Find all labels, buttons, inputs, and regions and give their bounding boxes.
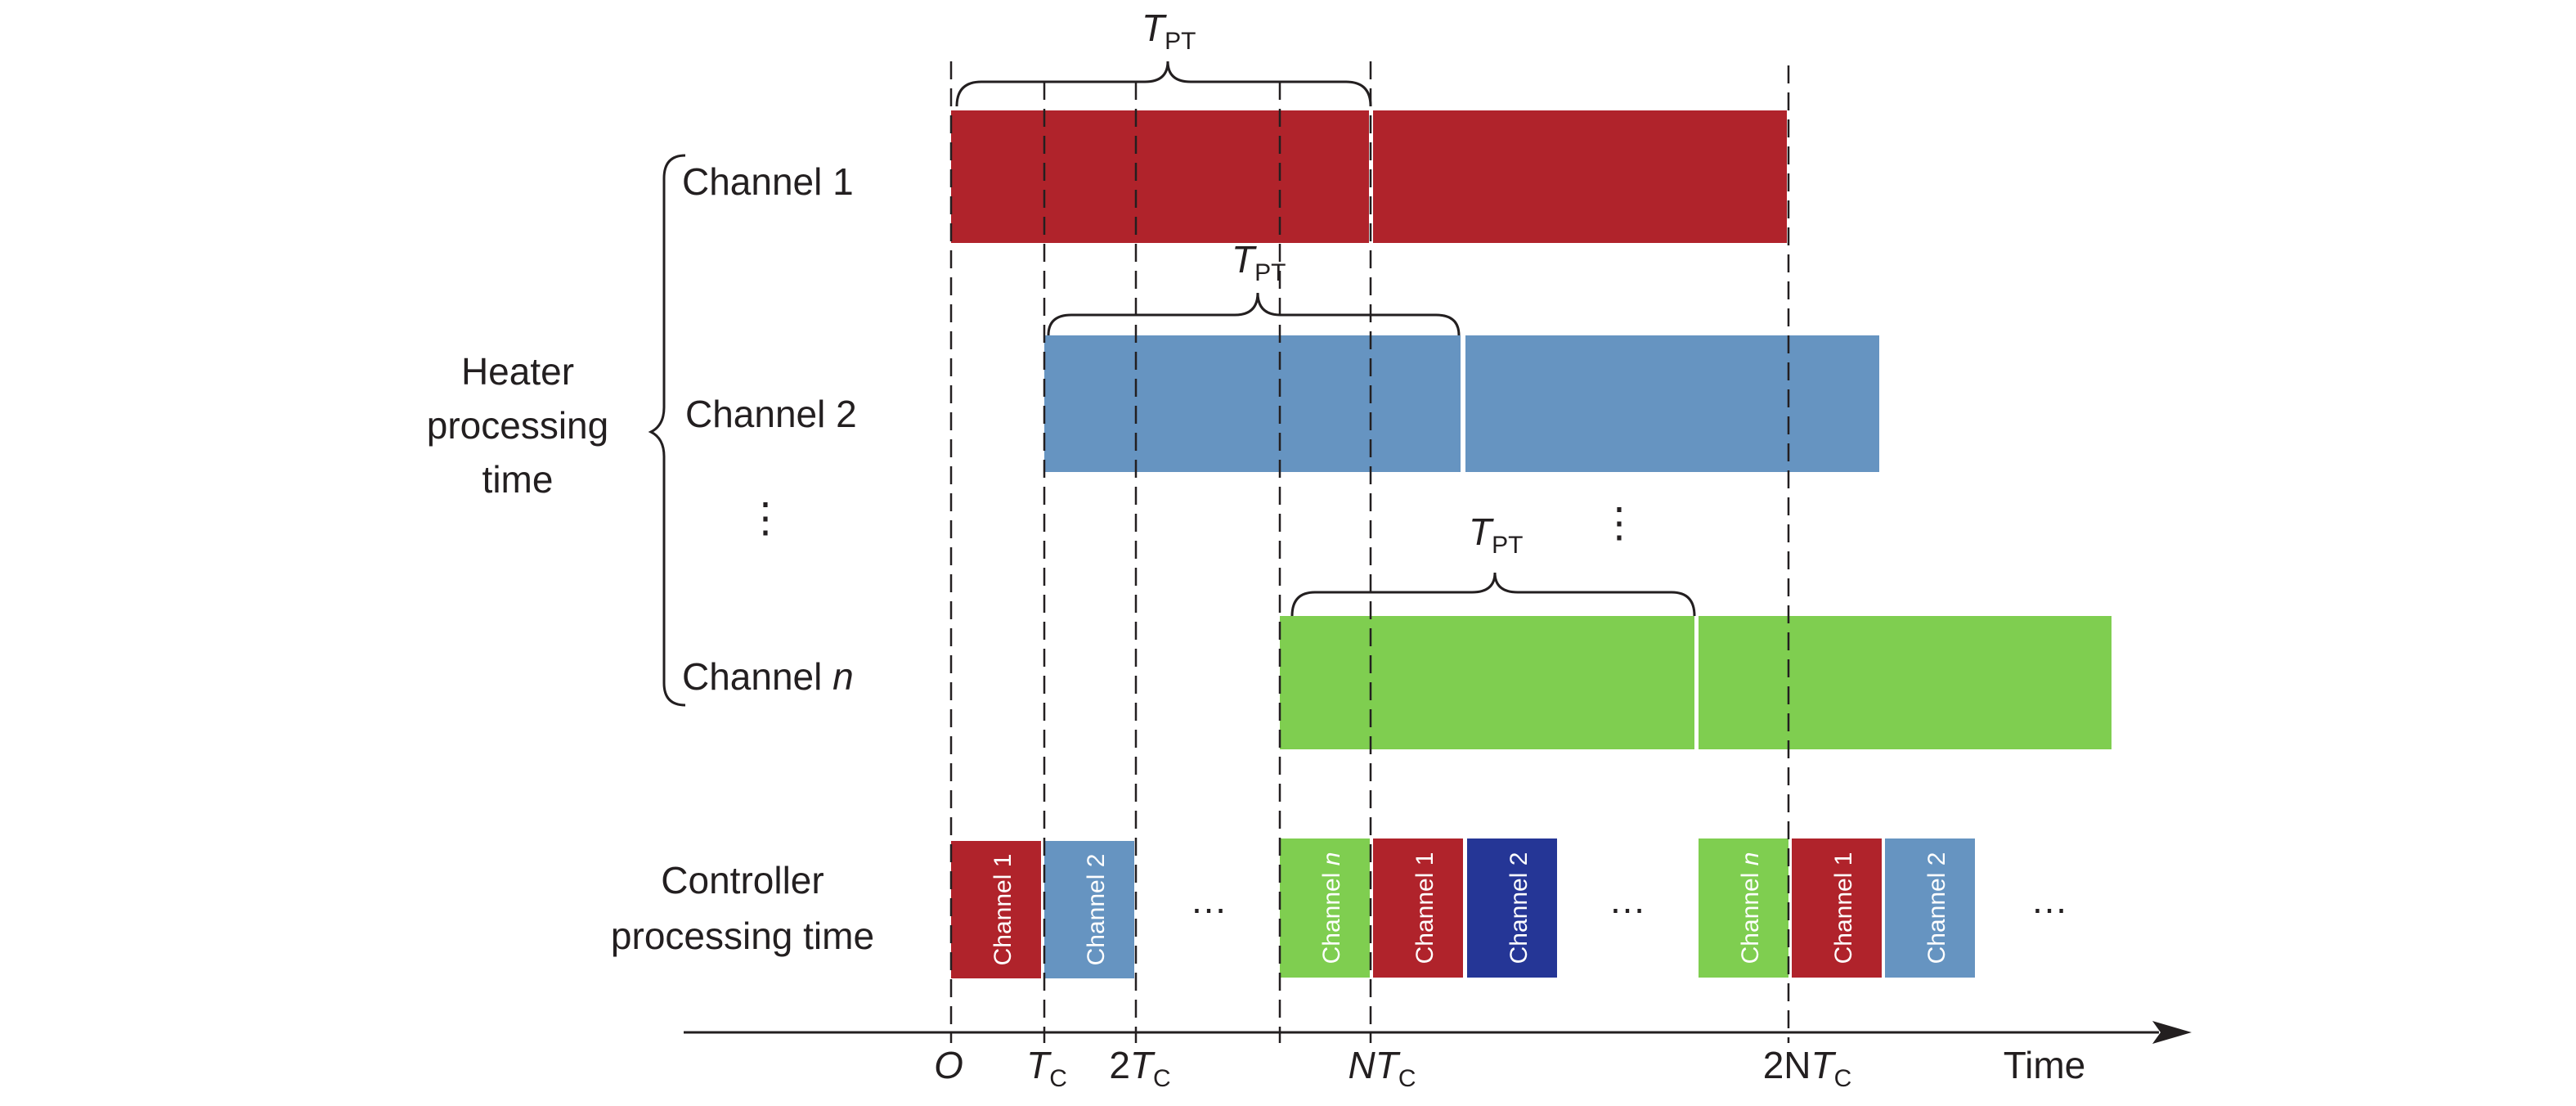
dashed-time-guides — [949, 61, 1790, 1043]
tpt-label-n: TPT — [1469, 510, 1523, 559]
time-axis-label: Time — [2004, 1044, 2086, 1086]
controller-block: Channel n — [1699, 838, 1788, 978]
controller-block: Channel 2 — [1467, 838, 1557, 978]
channel-2-label: Channel 2 — [685, 393, 857, 435]
controller-hdots-2: … — [1609, 879, 1646, 921]
channel2-heater-bar-b — [1465, 335, 1879, 472]
svg-text:Channel n: Channel n — [1737, 852, 1764, 964]
svg-text:Channel 2: Channel 2 — [1923, 852, 1950, 964]
channel-n-label: Channel n — [682, 655, 854, 698]
svg-text:Controller: Controller — [661, 859, 824, 901]
heater-bars — [951, 110, 2112, 749]
channeln-heater-bar-a — [1280, 616, 1694, 749]
svg-text:processing time: processing time — [611, 915, 874, 957]
svg-text:Channel 2: Channel 2 — [1506, 852, 1533, 964]
channeln-heater-bar-b — [1699, 616, 2112, 749]
channel-vdots-left: ⋮ — [745, 495, 786, 541]
svg-text:Channel 1: Channel 1 — [1411, 852, 1438, 964]
tpt-label-1: TPT — [1142, 7, 1196, 55]
svg-text:Channel 1: Channel 1 — [990, 854, 1016, 966]
tick-ntc: NTC — [1348, 1044, 1416, 1092]
svg-text:Channel 2: Channel 2 — [1083, 854, 1110, 966]
svg-text:Heater: Heater — [461, 350, 574, 393]
controller-block: Channel 2 — [1044, 841, 1134, 978]
controller-block: Channel n — [1280, 838, 1370, 978]
svg-text:Channel n: Channel n — [1318, 852, 1345, 964]
controller-hdots-3: … — [2031, 879, 2068, 921]
controller-blocks: Channel 1 Channel 2 Channel n Channel 1 … — [951, 838, 1975, 978]
tpt-label-2: TPT — [1232, 238, 1286, 286]
channel1-heater-bar-a — [951, 110, 1369, 243]
channel1-heater-bar-b — [1373, 110, 1787, 243]
tpt-braces — [648, 61, 1696, 707]
tick-2tc: 2TC — [1109, 1044, 1170, 1092]
svg-text:processing: processing — [427, 404, 608, 447]
controller-block: Channel 1 — [951, 841, 1041, 978]
tick-2ntc: 2NTC — [1763, 1044, 1852, 1092]
channel2-heater-bar-a — [1044, 335, 1461, 472]
tpt-brace-1 — [955, 61, 1372, 107]
heater-group-label: Heater processing time — [427, 350, 608, 501]
tick-origin: O — [934, 1044, 963, 1086]
controller-block: Channel 1 — [1792, 838, 1882, 978]
svg-text:time: time — [482, 458, 554, 501]
time-axis — [684, 1021, 2192, 1044]
channel-1-label: Channel 1 — [682, 160, 854, 203]
channel-vdots-right: ⋮ — [1599, 500, 1640, 546]
controller-group-label: Controller processing time — [611, 859, 874, 957]
time-axis-arrowhead — [2152, 1021, 2192, 1044]
tpt-brace-2 — [1047, 292, 1461, 336]
controller-block: Channel 1 — [1373, 838, 1463, 978]
heater-group-brace — [648, 154, 686, 707]
tpt-brace-n — [1290, 572, 1696, 617]
controller-block: Channel 2 — [1885, 838, 1975, 978]
controller-hdots-1: … — [1190, 879, 1227, 921]
tick-tc: TC — [1026, 1044, 1067, 1092]
svg-text:Channel 1: Channel 1 — [1830, 852, 1857, 964]
